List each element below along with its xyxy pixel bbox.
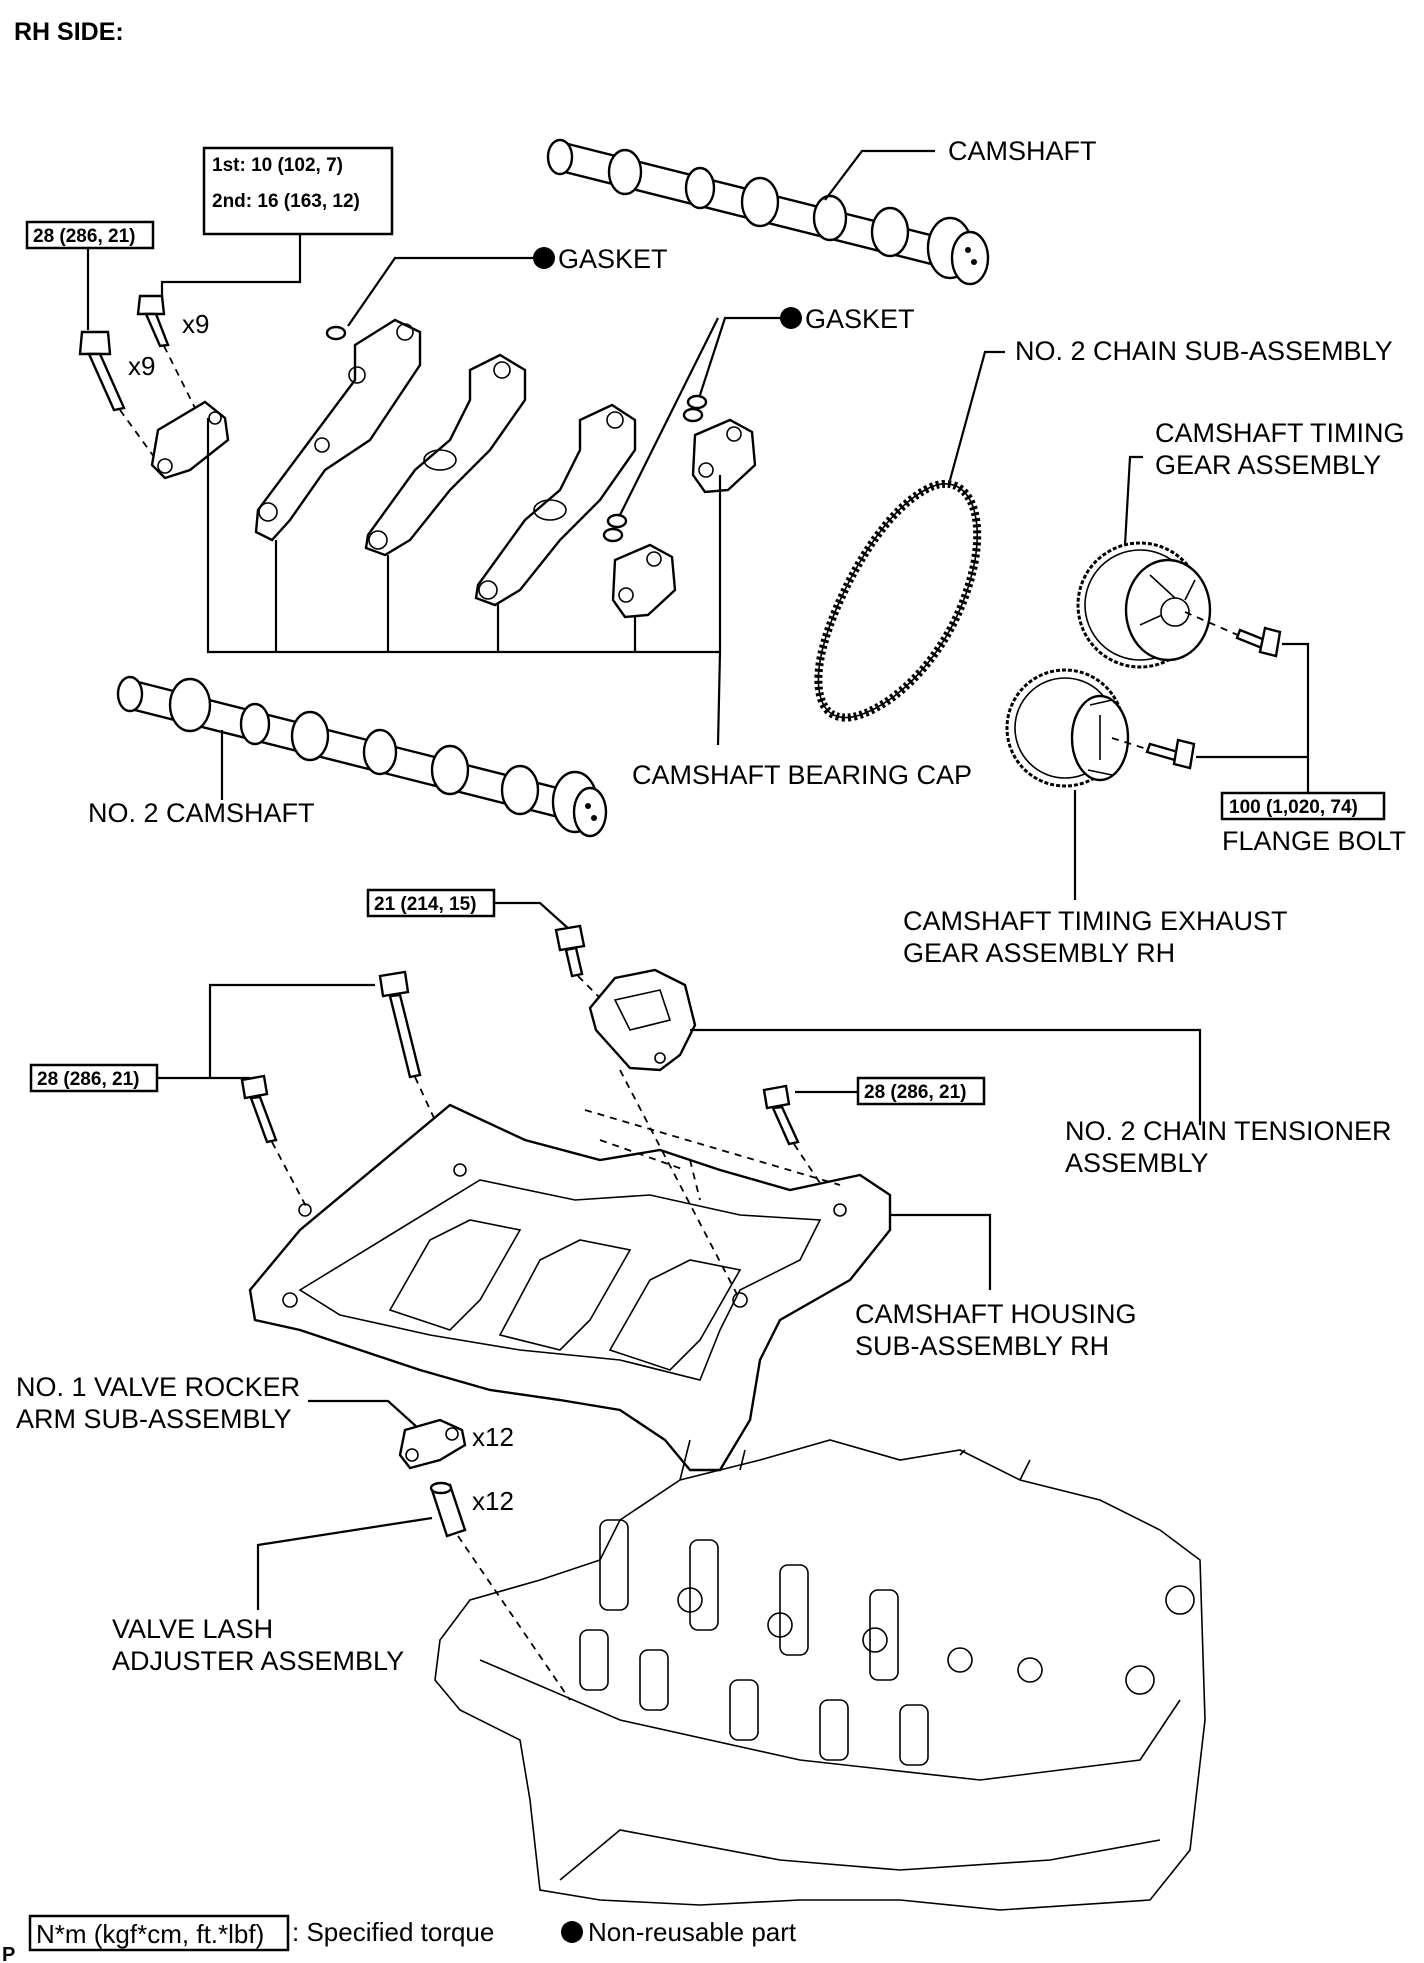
tensioner-label-1: NO. 2 CHAIN TENSIONER [1065, 1116, 1392, 1146]
bearing-cap-small-right-bottom [611, 543, 677, 619]
tensioner-torque-box: 21 (214, 15) [366, 888, 496, 918]
svg-text:28 (286, 21): 28 (286, 21) [864, 1082, 966, 1103]
svg-text:28 (286, 21): 28 (286, 21) [37, 1069, 139, 1090]
camshaft-timing-gear [1076, 541, 1212, 669]
svg-text:1st: 10 (102, 7): 1st: 10 (102, 7) [212, 155, 343, 176]
gasket-label-1: GASKET [558, 244, 668, 274]
gasket-ring-1 [325, 325, 347, 341]
cylinder-head-part [434, 1439, 1206, 1911]
bearing-cap-torque-box: 1st: 10 (102, 7) 2nd: 16 (163, 12) [202, 146, 394, 236]
tensioner-label-2: ASSEMBLY [1065, 1148, 1209, 1178]
timing-gear-label-2: GEAR ASSEMBLY [1155, 450, 1381, 480]
legend-non-reusable-label: Non-reusable part [588, 1917, 797, 1947]
lash-count: x12 [472, 1486, 514, 1516]
tensioner-bolt [554, 924, 586, 978]
bolt-count-a: x9 [128, 351, 155, 381]
flange-bolt-label: FLANGE BOLT [1222, 826, 1406, 856]
bearing-cap-bolt-long [78, 330, 126, 412]
no2-chain-part [814, 480, 982, 722]
camshaft-part [546, 138, 990, 286]
camshaft-label: CAMSHAFT [948, 136, 1097, 166]
bearing-cap-long-3 [474, 403, 637, 607]
legend-torque-box [28, 1914, 290, 1952]
cap-bolt-torque-box: 28 (286, 21) [25, 220, 155, 250]
rocker-arm-label-2: ARM SUB-ASSEMBLY [16, 1404, 292, 1434]
bolt-count-b: x9 [182, 309, 209, 339]
torque-box-1-leader [160, 234, 302, 300]
diagram-title: RH SIDE: [14, 18, 124, 46]
bearing-cap-long-1 [254, 318, 422, 542]
housing-bolt-left-lower [240, 1074, 278, 1144]
svg-text:2nd: 16 (163, 12): 2nd: 16 (163, 12) [212, 191, 360, 212]
housing-bolt-right [762, 1084, 800, 1146]
bearing-cap-label: CAMSHAFT BEARING CAP [632, 760, 972, 790]
exhaust-gear-label-2: GEAR ASSEMBLY RH [903, 938, 1175, 968]
housing-right-torque-box: 28 (286, 21) [856, 1076, 986, 1106]
no2-camshaft-part [116, 675, 608, 838]
no2-chain-label: NO. 2 CHAIN SUB-ASSEMBLY [1015, 336, 1393, 366]
rocker-arm-label-1: NO. 1 VALVE ROCKER [16, 1372, 300, 1402]
svg-text:100 (1,020, 74): 100 (1,020, 74) [1229, 797, 1358, 818]
no2-chain-tensioner-part [588, 968, 697, 1072]
legend-torque-unit: N*m (kgf*cm, ft.*lbf) [36, 1919, 264, 1949]
exhaust-gear-flange-bolt [1145, 738, 1196, 770]
housing-label-2: SUB-ASSEMBLY RH [855, 1331, 1109, 1361]
bearing-cap-leader-bracket [206, 418, 720, 654]
rocker-arm-part [398, 1418, 467, 1470]
lash-adjuster-label-1: VALVE LASH [112, 1614, 273, 1644]
rocker-count: x12 [472, 1422, 514, 1452]
camshaft-housing-part [248, 1103, 892, 1472]
non-reusable-marker-2 [780, 307, 802, 329]
timing-gear-flange-bolt [1235, 626, 1282, 658]
non-reusable-marker-1 [533, 247, 555, 269]
lash-adjuster-label-2: ADJUSTER ASSEMBLY [112, 1646, 404, 1676]
lash-adjuster-part [429, 1481, 467, 1538]
cylinder-head-valve-springs [579, 1519, 1195, 1766]
housing-bolt-left-upper [378, 970, 422, 1079]
bearing-cap-bolt-short [136, 294, 170, 348]
legend-torque-desc: : Specified torque [292, 1917, 494, 1947]
bearing-cap-single-left [150, 400, 230, 480]
gasket-label-2: GASKET [805, 304, 915, 334]
camshaft-timing-exhaust-gear [1005, 668, 1130, 788]
gasket-rings-2 [602, 394, 708, 543]
timing-gear-label-1: CAMSHAFT TIMING [1155, 418, 1405, 448]
bearing-cap-long-2 [364, 353, 527, 557]
housing-label-1: CAMSHAFT HOUSING [855, 1299, 1137, 1329]
footer-code: P [2, 1944, 15, 1963]
exhaust-gear-label-1: CAMSHAFT TIMING EXHAUST [903, 906, 1288, 936]
legend-non-reusable-dot [561, 1921, 583, 1943]
camshaft-leader [824, 149, 935, 201]
housing-left-torque-box: 28 (286, 21) [29, 1063, 159, 1093]
no2-camshaft-label: NO. 2 CAMSHAFT [88, 798, 315, 828]
svg-text:21 (214, 15): 21 (214, 15) [374, 894, 476, 915]
legend: N*m (kgf*cm, ft.*lbf) : Specified torque… [28, 1914, 797, 1952]
bearing-cap-small-right-top [691, 418, 757, 494]
flange-bolt-torque-box: 100 (1,020, 74) [1220, 791, 1386, 821]
svg-text:28 (286, 21): 28 (286, 21) [33, 226, 135, 247]
